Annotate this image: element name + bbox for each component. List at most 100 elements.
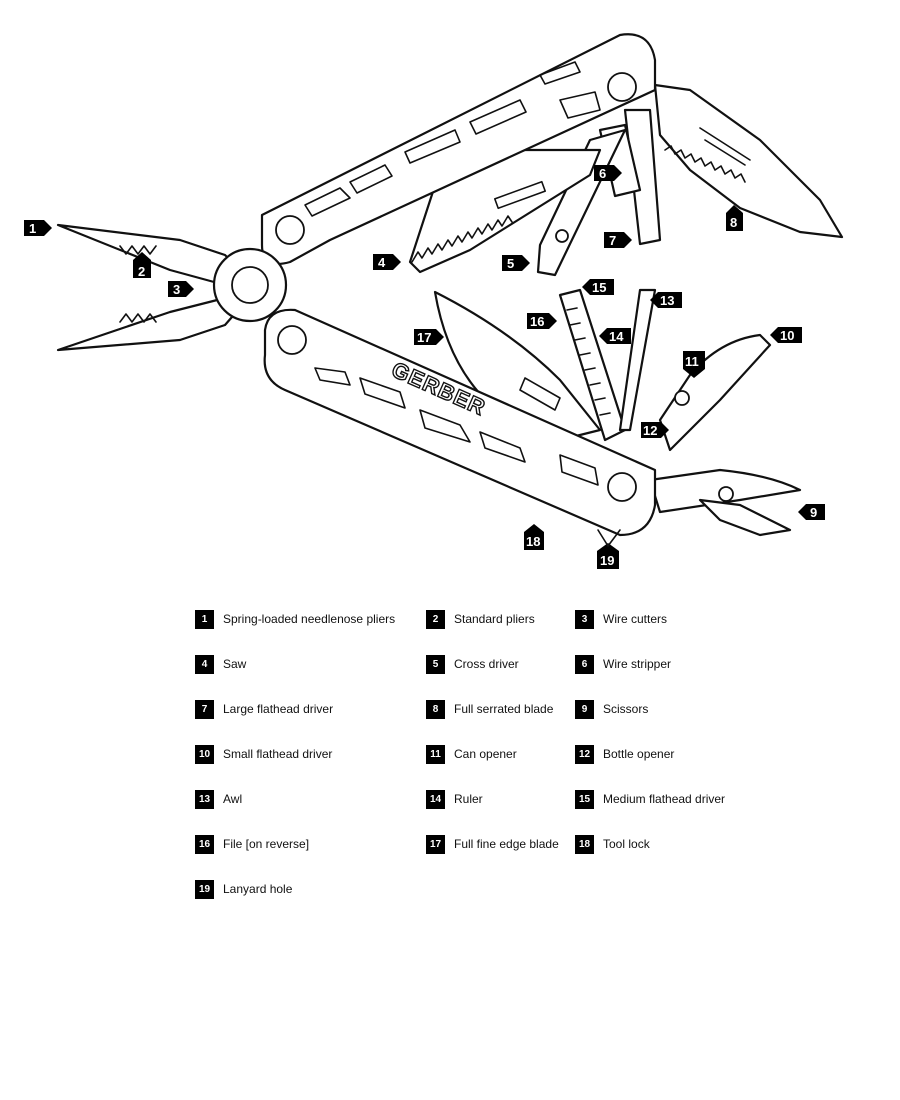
multitool-diagram: GERBER 1 2 3 4 5 6 7 8 [24,33,844,569]
legend-item-17: 17 Full fine edge blade [426,833,559,855]
callout-1: 1 [24,220,52,236]
callout-3: 3 [168,281,194,297]
legend-label: Tool lock [603,837,650,851]
legend-number: 1 [195,609,214,629]
svg-text:2: 2 [138,264,145,279]
callout-12: 12 [641,422,669,438]
legend-number: 14 [426,789,445,809]
callout-18: 18 [524,524,544,550]
legend-number: 17 [426,834,445,854]
legend-label: Saw [223,657,247,671]
legend-number: 13 [195,789,214,809]
svg-text:15: 15 [592,280,606,295]
legend-item-15: 15 Medium flathead driver [575,788,725,810]
legend-label: Cross driver [454,657,519,671]
callout-19: 19 [597,543,619,569]
callout-4: 4 [373,254,401,270]
callout-14: 14 [599,328,631,344]
callout-9: 9 [798,504,825,520]
can-opener-shape [658,333,772,452]
legend-item-9: 9 Scissors [575,698,648,720]
legend-label: Large flathead driver [223,702,334,716]
svg-text:7: 7 [609,233,616,248]
legend-label: Small flathead driver [223,747,333,761]
legend-label: Medium flathead driver [603,792,726,806]
scissors-shape [648,468,802,537]
svg-text:10: 10 [780,328,794,343]
legend-number: 4 [195,654,214,674]
legend-item-5: 5 Cross driver [426,653,519,675]
callout-13: 13 [650,292,682,308]
top-handle-shape [260,33,657,266]
svg-text:9: 9 [810,505,817,520]
legend-label: Bottle opener [603,747,675,761]
legend-label: Wire cutters [603,612,668,626]
legend-number: 3 [575,609,594,629]
legend-label: File [on reverse] [223,837,310,851]
svg-text:4: 4 [378,255,386,270]
legend-number: 18 [575,834,594,854]
awl-shape [618,288,657,432]
legend-number: 2 [426,609,445,629]
svg-text:13: 13 [660,293,674,308]
svg-text:5: 5 [507,256,514,271]
callout-16: 16 [527,313,557,329]
legend-item-4: 4 Saw [195,653,246,675]
legend-number: 7 [195,699,214,719]
callout-10: 10 [770,327,802,343]
svg-text:3: 3 [173,282,180,297]
legend-item-19: 19 Lanyard hole [195,878,292,900]
legend-label: Ruler [454,792,483,806]
legend-number: 11 [426,744,445,764]
multitool-illustration: GERBER 1 2 3 4 5 6 7 8 [24,33,844,569]
legend-label: Wire stripper [603,657,672,671]
legend-item-13: 13 Awl [195,788,242,810]
callout-7: 7 [604,232,632,248]
legend-item-16: 16 File [on reverse] [195,833,309,855]
legend-item-2: 2 Standard pliers [426,608,535,630]
pivot-joint-shape [212,247,288,323]
legend-item-8: 8 Full serrated blade [426,698,553,720]
lanyard-loop-shape [597,529,621,547]
bottom-handle-shape: GERBER [263,308,657,537]
legend-label: Scissors [603,702,649,716]
legend-number: 15 [575,789,594,809]
svg-text:12: 12 [643,423,657,438]
svg-text:1: 1 [29,221,36,236]
legend-number: 16 [195,834,214,854]
legend-item-1: 1 Spring-loaded needlenose pliers [195,608,395,630]
legend-item-18: 18 Tool lock [575,833,650,855]
legend-label: Awl [223,792,243,806]
callout-15: 15 [582,279,614,295]
fine-edge-blade-shape [433,290,602,442]
callout-17: 17 [414,329,444,345]
callout-8: 8 [726,205,743,231]
callout-5: 5 [502,255,530,271]
legend-number: 8 [426,699,445,719]
callout-11: 11 [683,351,705,378]
legend-item-6: 6 Wire stripper [575,653,671,675]
legend-label: Can opener [454,747,517,761]
callout-2: 2 [133,252,151,279]
legend-number: 10 [195,744,214,764]
legend-number: 5 [426,654,445,674]
svg-text:11: 11 [685,354,699,369]
legend-label: Standard pliers [454,612,535,626]
legend-item-14: 14 Ruler [426,788,483,810]
legend-item-7: 7 Large flathead driver [195,698,333,720]
serrated-blade-shape [653,83,844,239]
legend: 1 Spring-loaded needlenose pliers 2 Stan… [0,600,900,920]
svg-text:18: 18 [526,534,540,549]
legend-item-3: 3 Wire cutters [575,608,667,630]
svg-text:6: 6 [599,166,606,181]
legend-label: Spring-loaded needlenose pliers [223,612,396,626]
legend-label: Full serrated blade [454,702,554,716]
callout-6: 6 [594,165,622,181]
legend-number: 6 [575,654,594,674]
legend-label: Lanyard hole [223,882,293,896]
svg-text:19: 19 [600,553,614,568]
svg-text:8: 8 [730,215,737,230]
svg-text:16: 16 [530,314,544,329]
legend-item-10: 10 Small flathead driver [195,743,332,765]
svg-text:14: 14 [609,329,624,344]
